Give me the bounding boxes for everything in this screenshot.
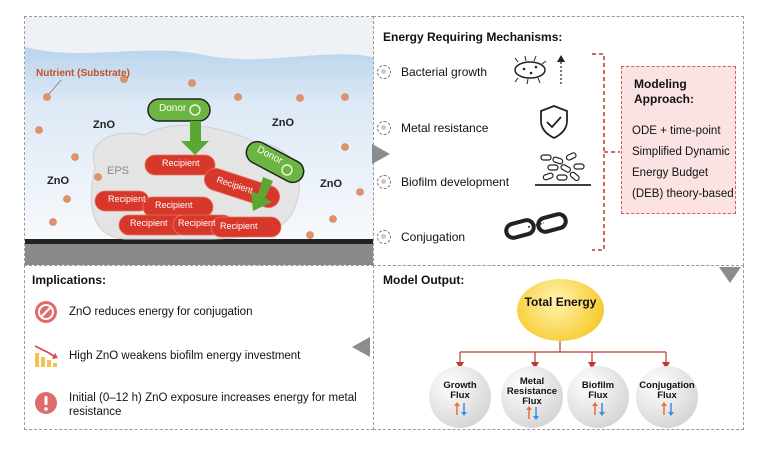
flux-connectors xyxy=(456,341,670,369)
transfer-arrows xyxy=(181,121,273,211)
spinner-icon xyxy=(377,65,391,79)
up-down-arrows-icon xyxy=(661,402,674,416)
flux-node-biofilm: Biofilm Flux xyxy=(567,366,629,428)
zno-label: ZnO xyxy=(93,119,115,131)
flux-label: Biofilm xyxy=(581,380,615,391)
flow-arrow-left-icon xyxy=(352,337,370,357)
output-panel xyxy=(373,265,744,430)
flux-label: Metal xyxy=(519,376,545,387)
nutrient-dots xyxy=(35,75,364,239)
mechanisms-title: Energy Requiring Mechanisms: xyxy=(383,30,563,44)
exclamation-icon xyxy=(35,392,57,414)
flow-arrow-right-icon xyxy=(372,144,390,164)
implication-text: ZnO reduces energy for conjugation xyxy=(69,306,253,318)
bracket-connector xyxy=(592,53,620,251)
spinner-icon xyxy=(377,230,391,244)
zno-label: ZnO xyxy=(320,178,342,190)
mechanism-label: Conjugation xyxy=(401,230,466,244)
modeling-line: Energy Budget xyxy=(632,167,709,179)
eps-label: EPS xyxy=(107,165,130,177)
spinner-icon xyxy=(377,121,391,135)
prohibited-icon xyxy=(35,301,57,323)
donor-bacteria xyxy=(147,98,305,184)
recipient-label: Recipient xyxy=(155,200,193,210)
flux-node-growth: Growth Flux xyxy=(429,366,491,428)
total-energy-node: Total Energy xyxy=(517,279,604,341)
flux-label: Resistance xyxy=(506,386,558,397)
recipient-label: Recipient xyxy=(162,158,200,168)
flow-arrow-down-icon xyxy=(719,267,741,283)
chain-link-icon xyxy=(504,212,568,240)
modeling-line: (DEB) theory-based xyxy=(632,188,734,200)
nutrient-label: Nutrient (Substrate) xyxy=(36,68,130,79)
modeling-approach-box: Modeling Approach: ODE + time-point Simp… xyxy=(621,66,736,214)
recipient-label: Recipient xyxy=(108,194,146,204)
flux-label: Flux xyxy=(522,396,542,407)
modeling-title-line1: Modeling xyxy=(634,77,687,91)
total-energy-label: Total Energy xyxy=(524,295,597,309)
mechanism-label: Metal resistance xyxy=(401,121,489,135)
up-down-arrows-icon xyxy=(454,402,467,416)
recipient-label: Recipient xyxy=(130,218,168,228)
implication-text: High ZnO weakens biofilm energy investme… xyxy=(69,350,301,362)
bacterium-growth-icon xyxy=(514,55,565,85)
flux-label: Flux xyxy=(588,390,608,401)
flux-label: Flux xyxy=(450,390,470,401)
spinner-icon xyxy=(377,175,391,189)
mechanism-label: Bacterial growth xyxy=(401,65,488,79)
zno-label: ZnO xyxy=(272,117,294,129)
recipient-bacteria xyxy=(94,154,282,238)
declining-bars-icon xyxy=(34,345,58,367)
recipient-label: Recipient xyxy=(178,218,216,228)
modeling-line: ODE + time-point xyxy=(632,125,721,137)
implication-text-line1: Initial (0–12 h) ZnO exposure increases … xyxy=(69,392,357,404)
implication-text-line2: resistance xyxy=(69,406,122,418)
up-down-arrows-icon xyxy=(526,406,539,420)
implications-title: Implications: xyxy=(32,273,107,287)
zno-label: ZnO xyxy=(47,175,69,187)
modeling-line: Simplified Dynamic xyxy=(632,146,730,158)
flux-label: Conjugation xyxy=(639,380,695,391)
flux-node-conjugation: Conjugation Flux xyxy=(636,366,698,428)
flux-node-metal-resistance: Metal Resistance Flux xyxy=(501,366,563,428)
biofilm-illustration xyxy=(25,17,373,265)
modeling-title-line2: Approach: xyxy=(634,92,694,106)
output-title: Model Output: xyxy=(383,273,465,287)
flux-label: Growth xyxy=(443,380,477,391)
shield-icon xyxy=(540,105,568,140)
biofilm-icon xyxy=(535,152,591,186)
up-down-arrows-icon xyxy=(592,402,605,416)
modeling-title: Modeling Approach: xyxy=(634,77,694,107)
recipient-label: Recipient xyxy=(220,221,258,231)
mechanism-label: Biofilm development xyxy=(401,175,510,189)
donor-label: Donor xyxy=(159,103,187,114)
flux-label: Flux xyxy=(657,390,677,401)
implication-text: Initial (0–12 h) ZnO exposure increases … xyxy=(69,391,357,419)
